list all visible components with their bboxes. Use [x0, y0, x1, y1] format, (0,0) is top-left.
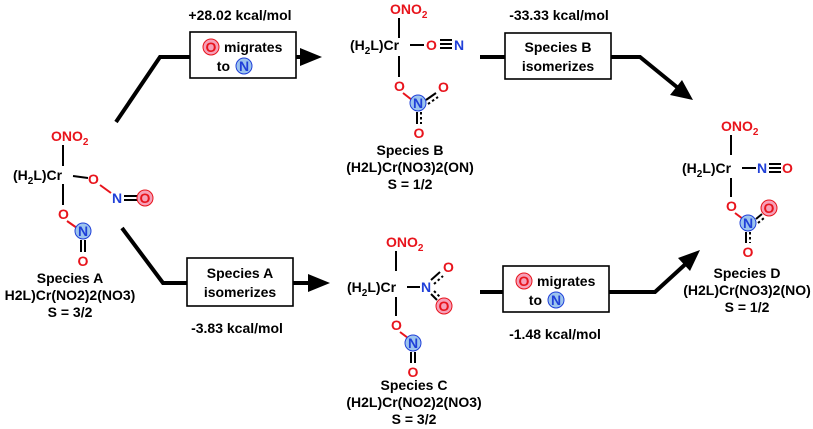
n-highlight-atom: N — [78, 223, 88, 239]
species-d-structure: ONO2 (H2L)Cr N O O N O O — [682, 118, 793, 260]
box-a-line1: Species A — [207, 265, 273, 281]
energy-c-to-d: -1.48 kcal/mol — [509, 326, 601, 342]
species-c-formula: (H2L)Cr(NO2)2(NO3) — [346, 394, 481, 410]
species-a-spin: S = 3/2 — [48, 304, 93, 320]
box-species-a-isomerizes: Species A isomerizes — [186, 257, 294, 307]
o-atom: O — [394, 78, 405, 94]
o-circle-label: O — [206, 39, 217, 55]
species-b-name: Species B — [377, 142, 444, 158]
o-atom: O — [58, 206, 69, 222]
n-highlight-atom: N — [413, 95, 423, 111]
species-d-formula: (H2L)Cr(NO3)2(NO) — [683, 282, 811, 298]
arrowhead-c-to-d — [678, 250, 700, 271]
box-a-line2: isomerizes — [204, 284, 277, 300]
n-circle-label: N — [551, 292, 561, 308]
species-c-caption: Species C (H2L)Cr(NO2)2(NO3) S = 3/2 — [346, 377, 481, 427]
o-atom: O — [438, 79, 449, 95]
n-highlight-atom: N — [408, 335, 418, 351]
h2l-cr: (H2L)Cr — [682, 160, 732, 180]
energy-a-to-b: +28.02 kcal/mol — [188, 7, 291, 23]
box-b-line1: Species B — [525, 39, 592, 55]
to-label: to — [217, 58, 230, 74]
o-atom: O — [78, 253, 89, 269]
species-b-spin: S = 1/2 — [388, 176, 433, 192]
n-circle-label: N — [239, 58, 249, 74]
species-b-caption: Species B (H2L)Cr(NO3)2(ON) S = 1/2 — [346, 142, 474, 192]
ono2-group: ONO2 — [390, 1, 428, 21]
species-d-caption: Species D (H2L)Cr(NO3)2(NO) S = 1/2 — [683, 265, 811, 315]
box-o-migrates-a-to-b: O migrates to N — [189, 31, 297, 79]
o-atom: O — [743, 244, 754, 260]
migrates-label: migrates — [224, 39, 283, 55]
ono2-group: ONO2 — [51, 128, 89, 148]
o-migrating-atom: O — [439, 298, 450, 314]
o-atom: O — [782, 160, 793, 176]
to-label: to — [529, 292, 542, 308]
box-o-migrates-c-to-d: O migrates to N — [502, 265, 610, 313]
arrowhead-a-to-c — [308, 274, 330, 292]
o-atom: O — [414, 125, 425, 141]
n-atom: N — [112, 190, 122, 206]
o-atom: O — [88, 171, 99, 187]
n-highlight-atom: N — [743, 215, 753, 231]
species-b-structure: ONO2 (H2L)Cr O N O N O O — [350, 1, 464, 141]
species-d-spin: S = 1/2 — [725, 299, 770, 315]
o-migrating-atom: O — [140, 190, 151, 206]
o-migrating-atom: O — [764, 200, 775, 216]
species-c-name: Species C — [381, 377, 448, 393]
species-c-structure: ONO2 (H2L)Cr N O O O N O — [347, 234, 454, 380]
energy-a-to-c: -3.83 kcal/mol — [191, 320, 283, 336]
species-a-caption: Species A H2L)Cr(NO2)2(NO3) S = 3/2 — [5, 270, 136, 320]
species-d-name: Species D — [714, 265, 781, 281]
ono2-group: ONO2 — [386, 234, 424, 254]
species-a-structure: ONO2 (H2L)Cr O N O O N O — [13, 128, 154, 269]
arrowhead-b-to-d — [670, 80, 693, 100]
o-atom: O — [408, 364, 419, 380]
o-atom: O — [443, 259, 454, 275]
h2l-cr: (H2L)Cr — [347, 279, 397, 299]
ono2-group: ONO2 — [721, 118, 759, 138]
o-atom: O — [726, 198, 737, 214]
species-a-name: Species A — [37, 270, 103, 286]
species-b-formula: (H2L)Cr(NO3)2(ON) — [346, 159, 474, 175]
energy-b-to-d: -33.33 kcal/mol — [509, 7, 609, 23]
o-circle-label: O — [519, 273, 530, 289]
o-atom: O — [426, 37, 437, 53]
h2l-cr: (H2L)Cr — [350, 37, 400, 57]
box-b-line2: isomerizes — [522, 58, 595, 74]
n-atom: N — [757, 160, 767, 176]
n-atom: N — [454, 37, 464, 53]
n-atom: N — [421, 279, 431, 295]
arrowhead-a-to-b — [300, 48, 322, 66]
species-a-formula: H2L)Cr(NO2)2(NO3) — [5, 287, 136, 303]
species-c-spin: S = 3/2 — [392, 411, 437, 427]
o-atom: O — [391, 317, 402, 333]
h2l-cr: (H2L)Cr — [13, 167, 63, 187]
box-species-b-isomerizes: Species B isomerizes — [504, 32, 612, 80]
migrates-label: migrates — [537, 273, 596, 289]
